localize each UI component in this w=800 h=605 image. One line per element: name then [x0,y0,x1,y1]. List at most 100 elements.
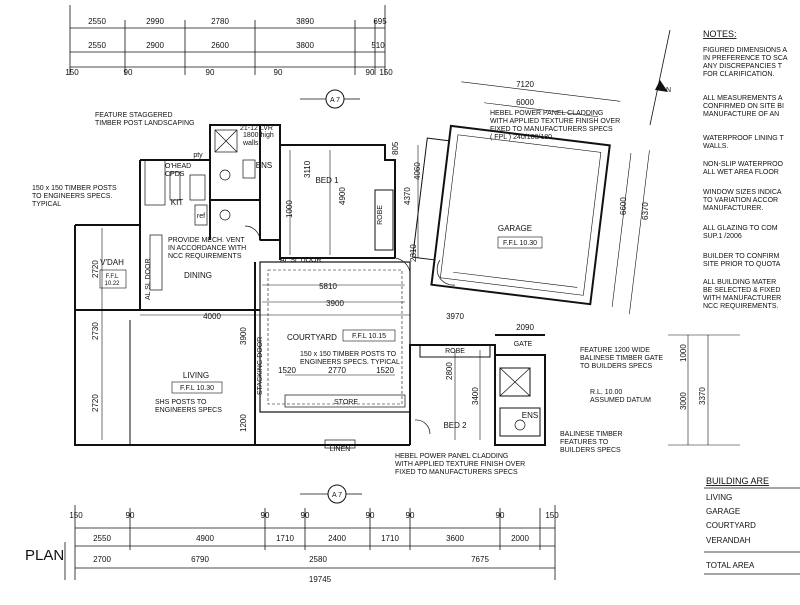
top-dimension-lines [69,5,386,75]
compass-label: N [666,87,671,94]
text-line: F.F.L [106,274,119,280]
text-line: BALINESE TIMBER GATE [580,355,663,362]
dim-text: 2310 [409,244,418,262]
text-line: TO VARIATION ACCOR [703,197,778,204]
notes-heading: NOTES: [703,29,737,39]
room-label-bed1: BED 1 [315,176,339,185]
text-line: CONFIRMED ON SITE BI [703,103,784,110]
text-line: FEATURE STAGGERED [95,112,173,119]
dim-text: 150 [379,68,393,77]
overall-length: 19745 [309,575,332,584]
text-line: BE SELECTED & FIXED [703,287,780,294]
dim-text: 1200 [239,414,248,432]
room-label-courtyard: COURTYARD [287,333,337,342]
dim-text: 2550 [88,41,106,50]
north-arrow: N [649,29,671,126]
interior-dimension-lines [101,145,740,446]
top-dims-row1: 2550 2990 2780 3890 695 [88,17,387,26]
dim-text: 2550 [93,534,111,543]
dim-text: 3000 [679,392,688,410]
section-marker-bottom: A 7 [300,484,362,504]
dim-text: 90 [124,68,133,77]
room-label-robe1: ROBE [377,205,384,225]
section-marker-top: A 7 [300,89,360,109]
dim-text: 2990 [146,17,164,26]
dim-text: 3900 [239,327,248,345]
dim-text: 2800 [445,362,454,380]
room-label-robe2: ROBE [445,348,465,355]
dim-text: 1520 [278,366,296,375]
room-label-living: LIVING [183,371,209,380]
text-line: ( FPL ) 240/180/180 [490,134,552,141]
text-line: WINDOW SIZES INDICA [703,189,782,196]
dim-text: 2580 [309,555,327,564]
text-line: O'HEAD [165,163,191,170]
room-label-vdah: V'DAH [100,258,124,267]
text-line: WITH APPLIED TEXTURE FINISH OVER [395,461,525,468]
dim-text: 4060 [413,162,422,180]
dim-text: 150 [545,511,559,520]
text-line: HEBEL POWER PANEL CLADDING [395,453,508,460]
dim-text: 90 [366,511,375,520]
dim-text: 90 [261,511,270,520]
dim-text: 2400 [328,534,346,543]
room-label-garage: GARAGE [498,224,532,233]
text-line: FOR CLARIFICATION. [703,71,774,78]
text-line: FEATURES TO [560,439,609,446]
bottom-dimension-lines [74,505,556,580]
text-line: ALL WET AREA FLOOR [703,169,779,176]
dim-text: 3110 [303,160,312,178]
text-line: SITE PRIOR TO QUOTA [703,261,781,268]
areas-row: VERANDAH [706,536,751,545]
text-line: CPDS [165,171,185,178]
dim-text: 1000 [679,344,688,362]
text-line: walls [242,140,259,147]
dim-text: 2730 [91,322,100,340]
dim-text: 7675 [471,555,489,564]
dim-text: 2600 [211,41,229,50]
text-line: ENGINEERS SPECS [155,407,222,414]
text-line: BUILDERS SPECS [560,447,621,454]
section-marker-label: A 7 [332,492,342,499]
text-line: IN PREFERENCE TO SCA [703,55,788,62]
dim-text: 2700 [93,555,111,564]
text-line: FEATURE 1200 WIDE [580,347,650,354]
top-dims-row3: 150 90 90 90 90 150 [65,68,393,77]
text-line: TO ENGINEERS SPECS. [32,193,112,200]
text-line: FIGURED DIMENSIONS A [703,47,787,54]
dim-text: 3900 [326,299,344,308]
text-line: MANUFACTURER. [703,205,763,212]
areas-total: TOTAL AREA [706,561,755,570]
text-line: ALL GLAZING TO COM [703,225,778,232]
text-line: NON-SLIP WATERPROO [703,161,784,168]
stacking-door-label: STACKING DOOR [257,337,264,395]
dim-text: 3800 [296,41,314,50]
room-label-bed2: BED 2 [443,421,467,430]
text-line: NCC REQUIREMENTS. [703,303,779,310]
dim-text: 3890 [296,17,314,26]
dim-text: 90 [206,68,215,77]
dim-text: 1520 [376,366,394,375]
dim-text: 2770 [328,366,346,375]
dim-text: 7120 [516,80,534,89]
dim-text: 3970 [446,312,464,321]
dim-text: 90 [496,511,505,520]
text-line: BALINESE TIMBER [560,431,623,438]
building-areas-table: BUILDING ARE LIVING GARAGE COURTYARD VER… [704,476,800,575]
fixtures [144,129,531,449]
plan-title: PLAN [25,547,64,564]
dim-text: 3370 [698,387,707,405]
bottom-dims-row2: 2550 4900 1710 2400 1710 3600 2000 [93,534,529,543]
